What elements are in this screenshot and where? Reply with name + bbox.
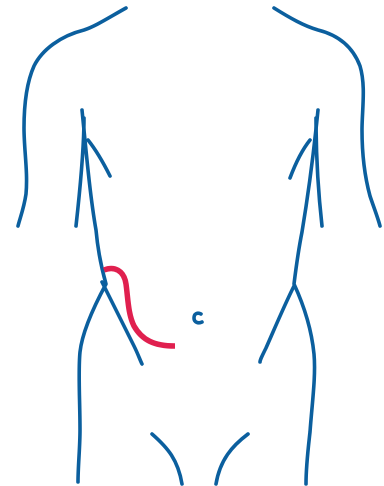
left-chest-fold — [88, 140, 110, 176]
left-inguinal-line — [102, 282, 142, 364]
right-chest-fold — [290, 140, 310, 178]
right-arm-inner-outline — [316, 118, 322, 226]
umbilicus-mark — [194, 313, 202, 323]
left-neck-shoulder-arm-outline — [18, 8, 126, 226]
left-arm-inner-outline — [76, 118, 84, 226]
left-inner-thigh-outline — [152, 434, 182, 484]
right-inner-thigh-outline — [216, 434, 248, 484]
right-neck-shoulder-arm-outline — [274, 8, 380, 226]
right-inguinal-line — [260, 286, 294, 362]
body-outline — [18, 8, 380, 484]
right-torso-side-outline — [294, 110, 318, 484]
